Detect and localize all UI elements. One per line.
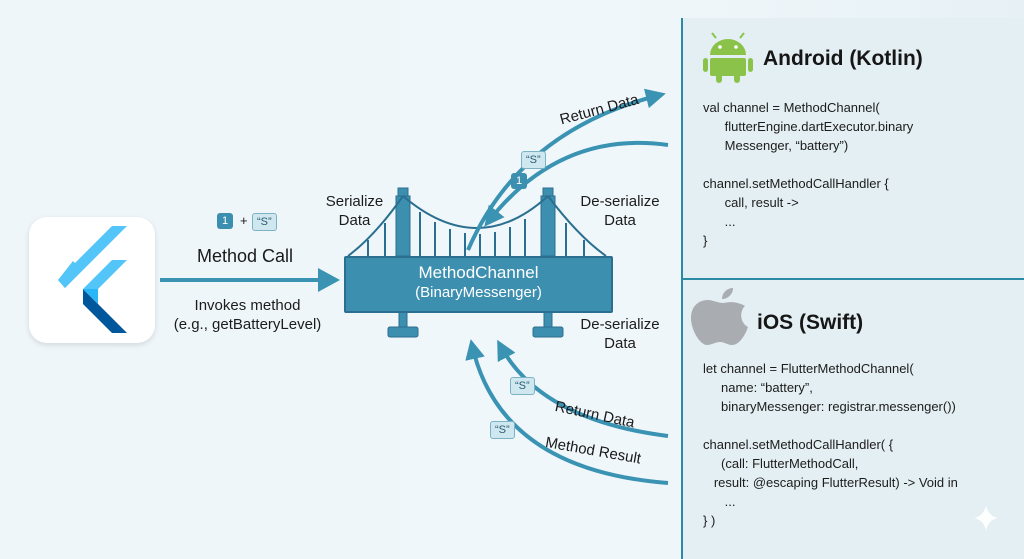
platform-panel xyxy=(681,18,1024,559)
flow-chip-string-mid: “S” xyxy=(510,377,535,395)
android-code-line: val channel = MethodChannel( xyxy=(703,100,880,115)
apple-icon xyxy=(691,288,748,345)
ios-code-line: name: “battery”, xyxy=(703,380,813,395)
invokes-line-2: (e.g., getBatteryLevel) xyxy=(173,316,322,333)
ios-code-line: ... xyxy=(703,494,736,509)
invokes-method-text: Invokes method (e.g., getBatteryLevel) xyxy=(150,296,345,334)
ios-code-line: (call: FlutterMethodCall, xyxy=(703,456,859,471)
chip-number: 1 xyxy=(217,213,234,229)
ios-code-line: result: @escaping FlutterResult) -> Void… xyxy=(703,475,958,490)
android-code-line: channel.setMethodCallHandler { xyxy=(703,176,889,191)
serialize-line-2: Data xyxy=(338,212,371,229)
ios-title: iOS (Swift) xyxy=(757,311,864,334)
ios-code-line: let channel = FlutterMethodChannel( xyxy=(703,361,914,376)
android-robot-icon xyxy=(703,32,753,83)
flutter-logo xyxy=(58,226,127,333)
android-code-line: ... xyxy=(703,214,736,229)
deserialize-top-line-1: De-serialize xyxy=(580,193,660,210)
deserialize-bottom-label: De-serialize Data xyxy=(565,315,675,353)
serialize-label: Serialize Data xyxy=(307,192,402,230)
ios-code-line: } ) xyxy=(703,513,716,528)
android-code-line xyxy=(703,155,913,174)
bridge-subtitle: (BinaryMessenger) xyxy=(415,284,542,301)
ios-code: let channel = FlutterMethodChannel( name… xyxy=(703,359,958,530)
serialize-line-1: Serialize xyxy=(325,193,384,210)
android-code: val channel = MethodChannel( flutterEngi… xyxy=(703,98,913,250)
sparkle-icon xyxy=(974,505,998,531)
method-call-label: Method Call xyxy=(196,246,294,266)
invokes-line-1: Invokes method xyxy=(194,297,301,314)
android-code-line: Messenger, “battery”) xyxy=(703,138,849,153)
android-code-line: call, result -> xyxy=(703,195,799,210)
method-channel-bridge: MethodChannel (BinaryMessenger) xyxy=(344,256,613,313)
ios-code-line: channel.setMethodCallHandler( { xyxy=(703,437,894,452)
deserialize-bottom-line-2: Data xyxy=(604,335,636,352)
ios-code-line xyxy=(703,416,958,435)
android-code-line: flutterEngine.dartExecutor.binary xyxy=(703,119,914,134)
deserialize-bottom-line-1: De-serialize xyxy=(580,316,660,333)
bridge-title: MethodChannel xyxy=(418,263,539,282)
deserialize-top-label: De-serialize Data xyxy=(565,192,675,230)
method-call-arrow xyxy=(160,268,340,292)
flow-chip-string-low: “S” xyxy=(490,421,515,439)
panel-divider xyxy=(683,278,1024,280)
deserialize-top-line-2: Data xyxy=(604,212,636,229)
android-title: Android (Kotlin) xyxy=(763,47,923,70)
chip-string: “S” xyxy=(252,213,277,231)
flow-chip-string-top: “S” xyxy=(521,151,546,169)
ios-code-line: binaryMessenger: registrar.messenger()) xyxy=(703,399,956,414)
method-result-arrow xyxy=(465,339,669,485)
android-to-bridge-arrow xyxy=(484,140,669,227)
flow-chip-number-top: 1 xyxy=(511,173,528,189)
return-data-bottom-arrow xyxy=(497,339,669,438)
chip-plus: + xyxy=(240,213,248,228)
android-code-line: } xyxy=(703,233,708,248)
